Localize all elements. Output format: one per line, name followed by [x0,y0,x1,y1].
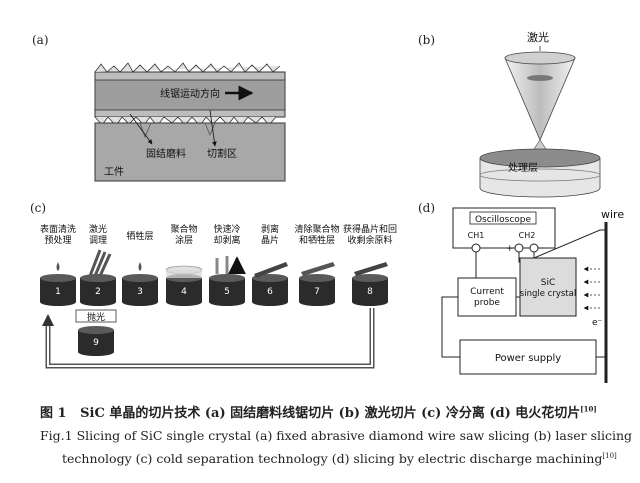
edm-circuit-diagram [441,207,608,383]
cylinder-3-num: 3 [137,287,143,297]
cylinder-9 [78,326,114,356]
step-6-label: 剥离 [261,223,279,235]
oscilloscope-label: Oscilloscope [475,215,532,225]
cylinder-5 [209,256,245,306]
step-2-label: 激光 [89,223,107,235]
panel-d-label: (d) [418,201,435,215]
cylinder-6 [252,262,288,306]
power-supply-label: Power supply [495,353,561,364]
caption-zh-prefix: 图 1 [40,406,67,421]
step-4-label: 聚合物 [170,223,197,235]
cut-zone-label: 切割区 [207,147,237,160]
cylinder-6-num: 6 [267,287,273,297]
cylinder-4 [165,265,203,306]
current-probe-label-2: probe [474,298,500,308]
figure-canvas: (a) 线锯运动方向 固结磨料 切割区 工件 (b) 激光 处理层 [30,30,624,383]
step-5-label: 快速冷 [213,223,240,235]
step-7-label: 清除聚合物 [294,223,339,235]
current-probe-label: Current [470,287,504,297]
minus-label: - [541,241,545,254]
cylinder-2-num: 2 [95,287,101,297]
step-1-label-2: 预处理 [44,234,71,246]
step-5-label-2: 却剥离 [213,234,240,246]
sic-label-2: single crystal [520,289,576,299]
wire-saw-diagram [94,62,286,182]
step-3-label: 牺牲层 [126,230,153,242]
cylinder-7 [299,262,335,306]
laser-label: 激光 [527,30,549,44]
caption-chinese: 图 1 SiC 单晶的切片技术 (a) 固结磨料线锯切片 (b) 激光切片 (c… [0,402,640,421]
caption-zh-body: SiC 单晶的切片技术 (a) 固结磨料线锯切片 (b) 激光切片 (c) 冷分… [80,406,581,421]
caption-en2-text: technology (c) cold separation technolog… [62,451,603,466]
electron-label: e⁻ [592,318,603,328]
step-7-label-2: 和牺牲层 [299,234,335,246]
caption-en2-ref: [10] [602,451,617,460]
cylinder-7-num: 7 [314,287,320,297]
caption-zh-ref: [10] [580,404,597,414]
wire-label: wire [601,208,624,221]
panel-b-label: (b) [418,33,435,47]
cylinder-2 [80,249,116,306]
cylinder-8-num: 8 [367,287,373,297]
laser-slicing-diagram [479,46,601,198]
cylinder-8 [352,262,388,306]
plus-label: + [506,244,514,254]
abrasive-label: 固结磨料 [146,147,186,160]
ch1-label: CH1 [468,231,485,240]
panel-c-label: (c) [30,201,46,215]
cylinder-4-num: 4 [181,287,187,297]
cylinder-9-num: 9 [93,338,99,348]
cylinder-3 [122,262,158,306]
ch2-label: CH2 [519,231,536,240]
cylinder-1 [40,262,76,306]
caption-english-line-2: technology (c) cold separation technolog… [0,451,640,466]
step-8-label: 获得晶片和回 [343,223,397,235]
step-6-label-2: 晶片 [261,234,279,246]
step-2-label-2: 调理 [89,235,107,246]
polish-label: 抛光 [87,311,105,323]
panel-a-label: (a) [32,33,49,47]
cold-separation-diagram: 表面清洗 预处理 激光 调理 牺牲层 聚合物 涂层 快速冷 却剥离 剥离 晶片 … [40,223,397,369]
cylinder-5-num: 5 [224,287,230,297]
cylinder-1-num: 1 [55,287,61,297]
caption-english-line-1: Fig.1 Slicing of SiC single crystal (a) … [40,428,633,443]
sic-label: SiC [541,278,556,288]
treated-layer-label: 处理层 [508,162,538,174]
step-1-label: 表面清洗 [40,223,76,235]
step-4-label-2: 涂层 [175,234,193,246]
workpiece-label: 工件 [104,166,124,178]
step-8-label-2: 收剩余原料 [347,234,392,246]
wire-direction-label: 线锯运动方向 [160,87,220,100]
